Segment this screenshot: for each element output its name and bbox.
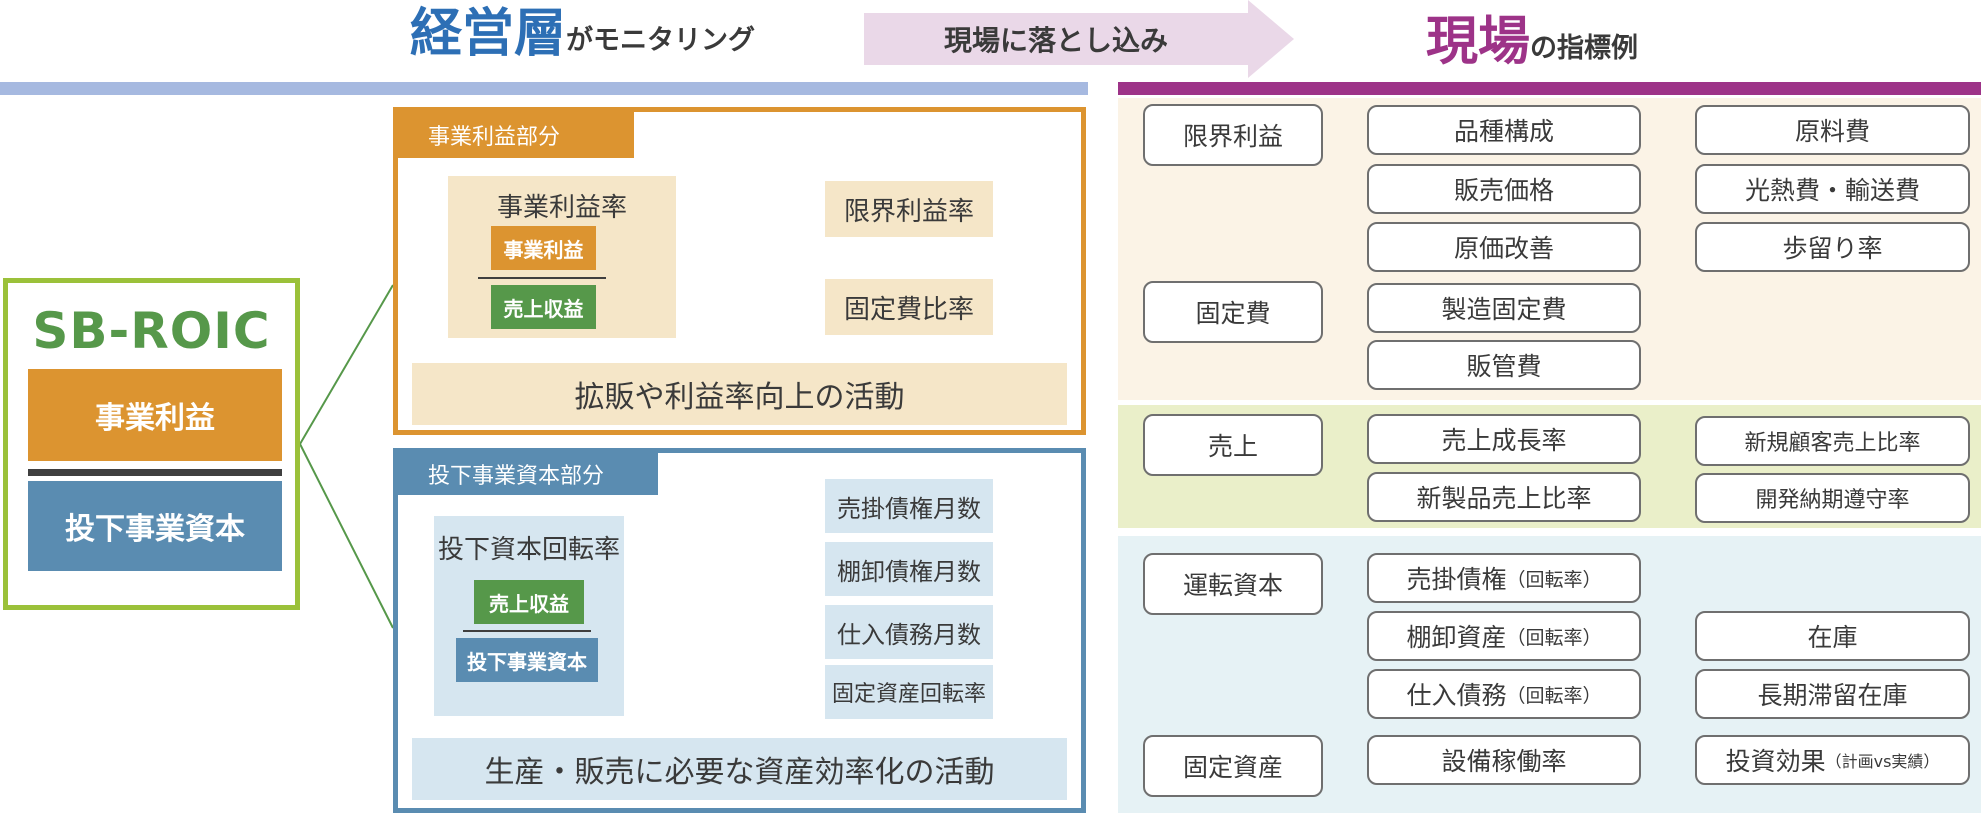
profit-ratio-denominator: 売上収益: [491, 285, 596, 329]
roic-connector: [298, 284, 394, 629]
profit-activity: 拡販や利益率向上の活動: [412, 363, 1067, 425]
node-fixed-cost: 固定費: [1143, 281, 1323, 343]
arrow-right-icon: [1248, 0, 1294, 78]
node-fixed-assets: 固定資産: [1143, 735, 1323, 797]
node-product-mix: 品種構成: [1367, 105, 1641, 155]
profit-ratio-box: 事業利益率 事業利益 売上収益: [448, 176, 676, 338]
capital-ratio-numerator: 売上収益: [474, 580, 584, 624]
node-note: （計画vs実績）: [1825, 752, 1940, 771]
node-inventory-turnover: 棚卸資産（回転率）: [1367, 611, 1641, 661]
capital-panel: 投下事業資本部分 投下資本回転率 売上収益 投下事業資本 売掛債権月数 棚卸債権…: [393, 448, 1086, 813]
node-equipment-utilization: 設備稼働率: [1367, 735, 1641, 785]
field-heading: 現場 の指標例: [1426, 8, 1638, 72]
sb-roic-box: SB-ROIC 事業利益 投下事業資本: [3, 278, 300, 610]
node-long-term-stagnant-inventory: 長期滞留在庫: [1695, 669, 1970, 719]
profit-ratio-title: 事業利益率: [496, 192, 627, 223]
capital-ratio-box: 投下資本回転率 売上収益 投下事業資本: [434, 516, 624, 716]
sb-roic-title: SB-ROIC: [32, 302, 271, 360]
driver-fixed-asset-turnover: 固定資産回転率: [825, 665, 993, 719]
arrow-label: 現場に落とし込み: [943, 24, 1168, 57]
node-note: （回転率）: [1506, 626, 1602, 649]
capital-ratio-title: 投下資本回転率: [437, 534, 620, 565]
management-heading: 経営層 がモニタリング: [410, 4, 755, 64]
node-sga-cost: 販管費: [1367, 340, 1641, 390]
driver-marginal-profit-rate: 限界利益率: [825, 181, 993, 237]
node-working-capital: 運転資本: [1143, 553, 1323, 615]
driver-inventory-months: 棚卸債権月数: [825, 542, 993, 596]
profit-panel: 事業利益部分 事業利益率 事業利益 売上収益 限界利益率 固定費比率 拡販や利益…: [393, 107, 1086, 435]
node-note: （回転率）: [1506, 684, 1602, 707]
management-divider: [0, 82, 1088, 95]
cascade-arrow: 現場に落とし込み: [864, 0, 1294, 78]
node-investment-effect: 投資効果（計画vs実績）: [1695, 735, 1970, 785]
node-dev-delivery-compliance: 開発納期遵守率: [1695, 473, 1970, 523]
profit-panel-tab: 事業利益部分: [398, 112, 634, 158]
driver-payables-months: 仕入債務月数: [825, 605, 993, 659]
node-inventory: 在庫: [1695, 611, 1970, 661]
fraction-line: [463, 630, 591, 632]
field-divider: [1118, 82, 1981, 95]
management-heading-small: がモニタリング: [566, 25, 756, 56]
driver-fixed-cost-rate: 固定費比率: [825, 279, 993, 335]
fraction-line: [28, 469, 282, 476]
node-cost-improvement: 原価改善: [1367, 222, 1641, 272]
node-marginal-profit: 限界利益: [1143, 104, 1323, 166]
node-main: 売掛債権: [1406, 565, 1507, 594]
node-note: （回転率）: [1506, 568, 1602, 591]
roic-denominator: 投下事業資本: [28, 481, 282, 571]
node-main: 投資効果: [1725, 747, 1826, 776]
node-raw-material-cost: 原料費: [1695, 105, 1970, 155]
capital-ratio-denominator: 投下事業資本: [456, 638, 598, 682]
field-heading-small: の指標例: [1530, 33, 1639, 64]
field-heading-big: 現場: [1426, 12, 1531, 72]
node-sales: 売上: [1143, 414, 1323, 476]
node-receivables-turnover: 売掛債権（回転率）: [1367, 553, 1641, 603]
node-new-product-sales-ratio: 新製品売上比率: [1367, 472, 1641, 522]
driver-receivables-months: 売掛債権月数: [825, 479, 993, 533]
node-main: 仕入債務: [1406, 681, 1507, 710]
capital-activity: 生産・販売に必要な資産効率化の活動: [412, 738, 1067, 800]
management-heading-big: 経営層: [410, 4, 567, 64]
node-utility-transport-cost: 光熱費・輸送費: [1695, 164, 1970, 214]
node-sales-price: 販売価格: [1367, 164, 1641, 214]
capital-panel-tab: 投下事業資本部分: [398, 453, 658, 495]
node-manufacturing-fixed-cost: 製造固定費: [1367, 283, 1641, 333]
fraction-line: [478, 277, 606, 279]
node-main: 棚卸資産: [1406, 623, 1507, 652]
roic-numerator: 事業利益: [28, 369, 282, 461]
node-yield-rate: 歩留り率: [1695, 222, 1970, 272]
node-payables-turnover: 仕入債務（回転率）: [1367, 669, 1641, 719]
profit-ratio-numerator: 事業利益: [491, 226, 596, 270]
node-new-customer-sales-ratio: 新規顧客売上比率: [1695, 416, 1970, 466]
arrow-body: [864, 13, 1248, 65]
node-sales-growth-rate: 売上成長率: [1367, 414, 1641, 464]
